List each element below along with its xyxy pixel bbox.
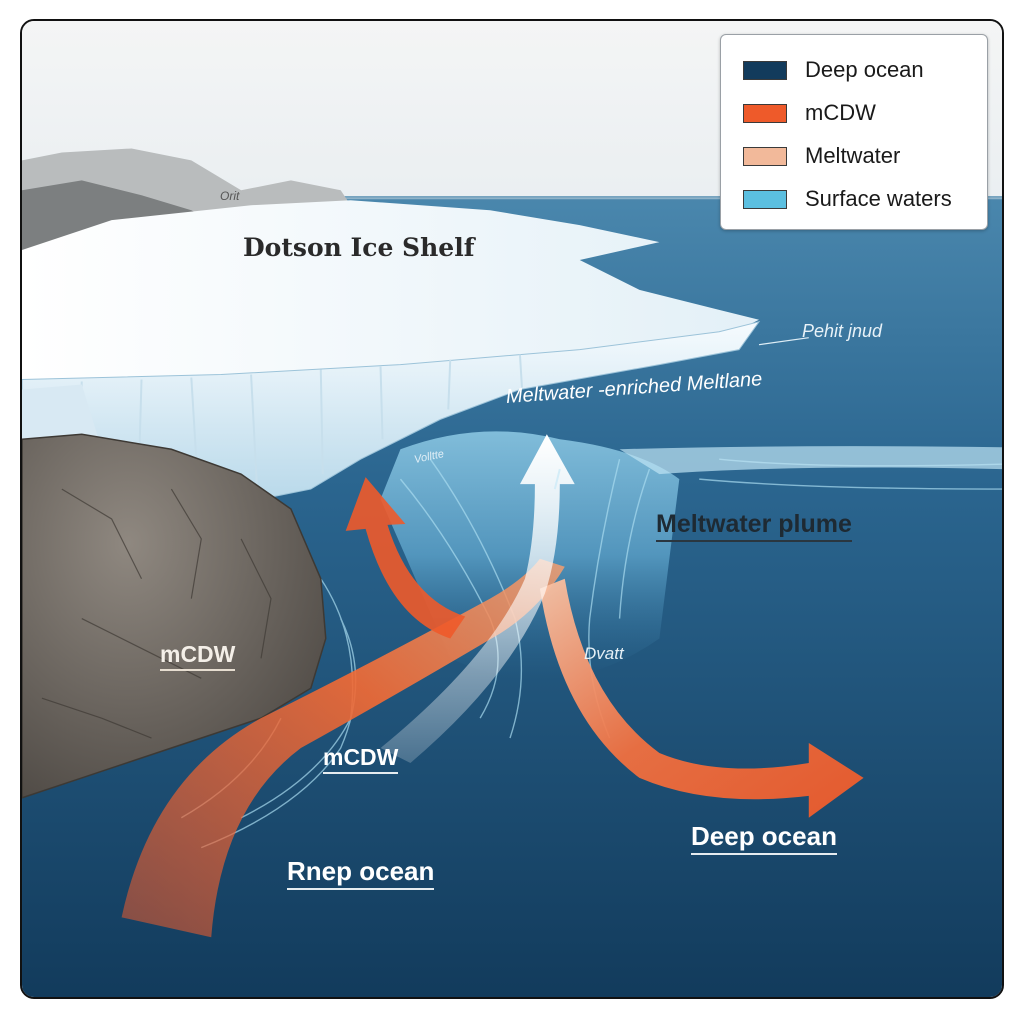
legend-swatch <box>743 103 787 123</box>
mcdw-rock-label: mCDW <box>160 641 236 671</box>
legend-label: Meltwater <box>805 143 901 168</box>
rock-cracks <box>41 488 272 739</box>
ice-shelf-label: Dotson Ice Shelf <box>243 233 475 262</box>
annotation-line <box>758 337 809 346</box>
ice-shelf-top <box>22 200 759 392</box>
small-plume-arrow <box>553 468 561 490</box>
legend-label: Deep ocean <box>805 57 924 82</box>
legend-item-deep-ocean: Deep ocean <box>743 55 924 85</box>
legend-label: mCDW <box>805 100 876 125</box>
legend-swatch <box>743 60 787 80</box>
rnep-ocean-label: Rnep ocean <box>287 856 435 890</box>
deep-ocean-label: Deep ocean <box>691 821 837 855</box>
mcdw-inflow-arrow <box>121 558 565 938</box>
legend-label: Surface waters <box>805 186 952 211</box>
surface-waters-band <box>619 446 1002 475</box>
deep-outflow-arrow <box>539 578 864 818</box>
legend-swatch <box>743 146 787 166</box>
legend-item-mcdw: mCDW <box>743 98 876 128</box>
mcdw-water-label: mCDW <box>323 744 399 774</box>
legend-item-meltwater: Meltwater <box>743 141 900 171</box>
ocean-scene <box>22 21 1002 997</box>
rock-outcrop <box>22 433 327 799</box>
dvatt-label: Dvatt <box>584 644 624 663</box>
diagram-frame: Dotson Ice Shelf Orit Pehit jnud Meltwat… <box>20 19 1004 999</box>
meltwater-plume-label: Meltwater plume <box>656 510 852 542</box>
meltwater-rise-arrow <box>380 434 575 763</box>
pehit-label: Pehit jnud <box>802 321 883 341</box>
legend-swatch <box>743 189 787 209</box>
mcdw-upwelling-arrow <box>345 477 466 639</box>
legend: Deep ocean mCDW Meltwater Surface waters <box>720 34 988 230</box>
ice-small-label: Orit <box>220 189 240 203</box>
legend-item-surface-waters: Surface waters <box>743 184 952 214</box>
